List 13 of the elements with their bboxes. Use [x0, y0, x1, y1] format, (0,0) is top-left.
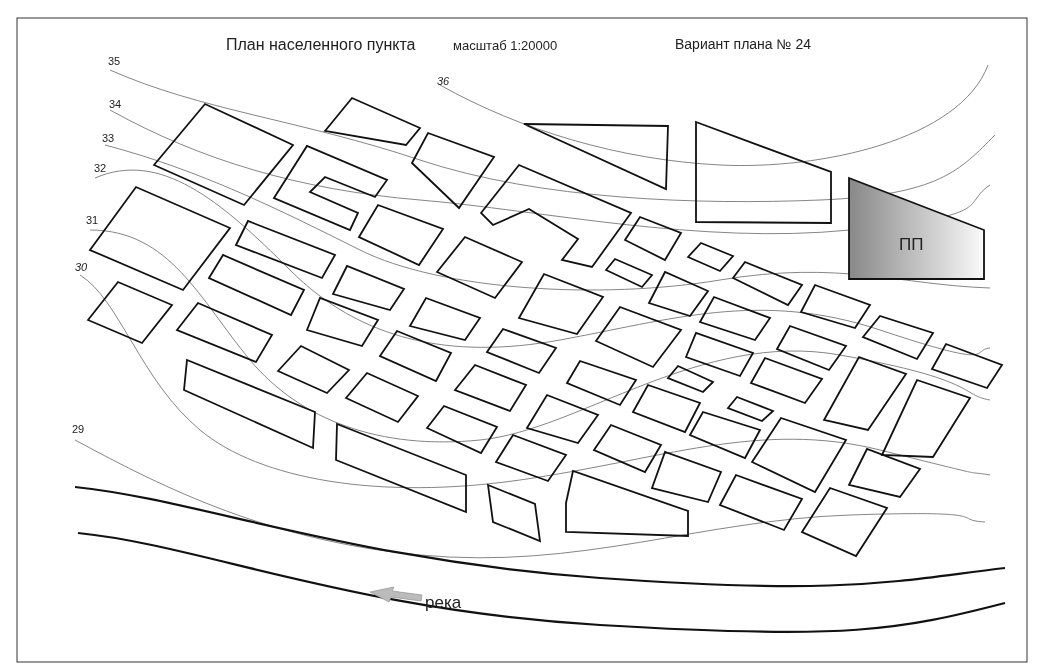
map-title: План населенного пункта [226, 37, 416, 53]
contour-label: 36 [437, 76, 450, 87]
river-label: река [425, 594, 462, 611]
contour-label: 29 [72, 424, 85, 435]
contour-label: 34 [109, 99, 122, 110]
scale-note: масштаб 1:20000 [453, 39, 558, 52]
contour-label: 33 [102, 133, 115, 144]
contour-label: 31 [86, 215, 99, 226]
contour-label: 30 [75, 262, 88, 273]
contour-label: 32 [94, 163, 107, 174]
contour-label: 35 [108, 56, 121, 67]
area-label: ПП [899, 236, 924, 253]
variant-number: Вариант плана № 24 [675, 37, 811, 51]
